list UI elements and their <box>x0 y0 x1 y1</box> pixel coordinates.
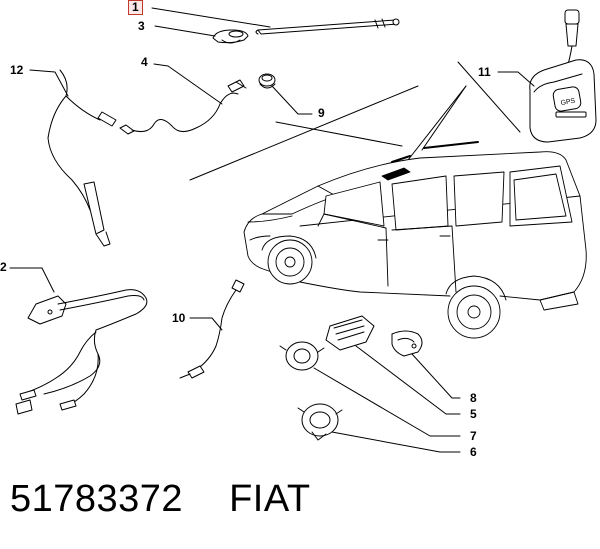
leader-7 <box>313 367 461 437</box>
grommet <box>258 73 276 89</box>
callout-3: 3 <box>138 19 145 33</box>
leader-2 <box>9 267 55 293</box>
cable-clip <box>391 330 423 357</box>
callout-6: 6 <box>470 445 477 459</box>
ring-grommet <box>279 341 325 371</box>
callout-8: 8 <box>470 391 477 405</box>
gps-module: GPS <box>529 9 597 143</box>
callout-10: 10 <box>172 311 186 325</box>
leader-3 <box>154 25 216 37</box>
leader-4 <box>153 63 223 105</box>
leader-1 <box>151 7 271 28</box>
car-outline <box>243 141 587 339</box>
wiring-harness <box>15 289 148 415</box>
leader-6 <box>331 431 461 453</box>
coax-cable <box>179 279 245 379</box>
gps-cable <box>47 69 117 247</box>
antenna-base <box>212 29 249 44</box>
leader-5 <box>355 345 461 415</box>
callout-5: 5 <box>470 407 477 421</box>
callout-12: 12 <box>10 63 24 77</box>
leader-11 <box>497 71 535 87</box>
antenna-rod <box>255 18 400 35</box>
leader-9 <box>271 85 313 115</box>
gps-label: GPS <box>560 98 576 108</box>
part-caption: 51783372 FIAT <box>10 478 311 521</box>
mounting-ring <box>297 403 343 441</box>
parts-diagram: GPS <box>9 7 597 453</box>
part-number: 51783372 <box>10 478 184 520</box>
leader-8 <box>411 353 461 399</box>
roof-leaders <box>189 61 521 181</box>
connector-block <box>325 315 375 351</box>
callout-1: 1 <box>128 0 143 15</box>
callout-2: 2 <box>0 260 7 274</box>
callout-11: 11 <box>478 65 491 79</box>
leader-12 <box>29 69 69 97</box>
leader-10 <box>189 317 223 331</box>
callout-9: 9 <box>318 106 325 120</box>
callout-7: 7 <box>470 429 477 443</box>
antenna-cable <box>119 79 247 135</box>
callout-4: 4 <box>141 55 148 69</box>
brand-name: FIAT <box>229 478 311 520</box>
